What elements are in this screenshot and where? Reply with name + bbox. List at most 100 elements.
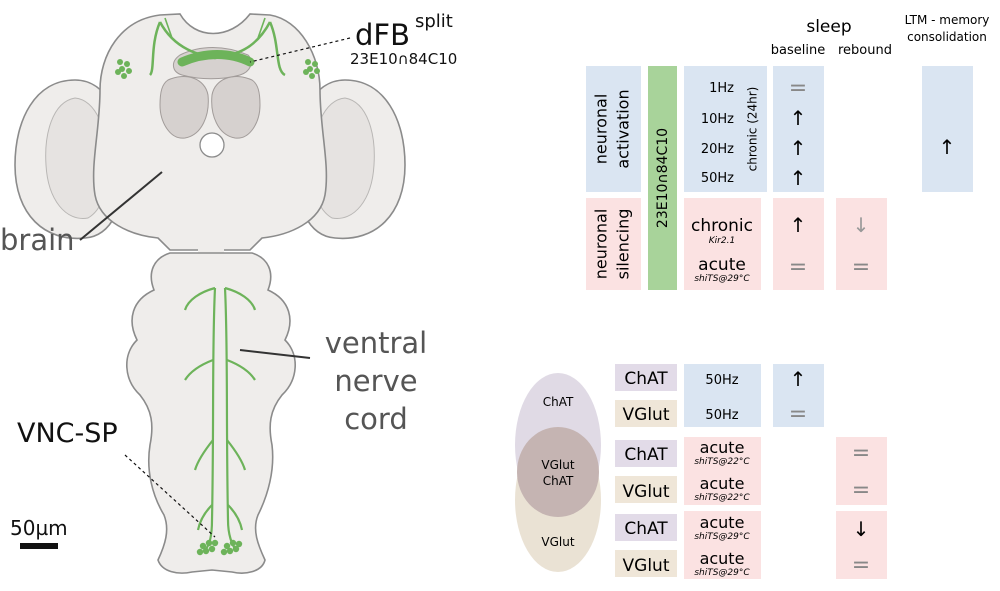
bottom-row-3-condition-cell — [684, 437, 761, 505]
bottom-row-3-rebound: = — [852, 441, 870, 466]
silencing-baseline-cell — [773, 198, 824, 290]
activation-row-4-baseline: ↑ — [790, 166, 807, 190]
activation-row-1-baseline: = — [789, 76, 807, 101]
bottom-row-3-transmitter — [615, 440, 677, 467]
bottom-row-1-condition: 50Hz — [705, 373, 738, 388]
activation-group-line-1: neuronal — [592, 94, 611, 165]
header-baseline: baseline — [771, 43, 825, 58]
activation-conditions-cell — [684, 66, 767, 192]
bottom-row-4-transmitter — [615, 476, 677, 503]
activation-group-line-2: activation — [614, 89, 633, 168]
bottom-row-6-transmitter — [615, 550, 677, 577]
dfb-pointer — [249, 37, 351, 63]
silencing-row-1-rebound: ↓ — [853, 213, 870, 237]
scale-bar — [20, 543, 58, 549]
bottom-row-4-transmitter-label: VGlut — [623, 482, 670, 502]
brain-drawing — [14, 13, 406, 254]
venn-diagram: ChAT VGlut ChAT VGlut — [515, 373, 601, 572]
bottom-row-5-transmitter-label: ChAT — [624, 519, 668, 539]
silencing-rebound-cell — [836, 198, 887, 290]
dfb-cell-bodies-left — [115, 59, 132, 79]
bottom-row-4-sub: shiTS@22°C — [694, 493, 750, 503]
bottom-row-3-condition: acute — [700, 438, 745, 457]
header-rebound: rebound — [838, 43, 892, 58]
bottom-row-2-transmitter-label: VGlut — [623, 405, 670, 425]
venn-vglut-label: VGlut — [541, 535, 574, 549]
neuropil-right — [211, 76, 261, 139]
bottom-rebound-shi29-cell — [836, 511, 887, 579]
bottom-row-1-condition-cell — [684, 364, 761, 427]
bottom-row-6-sub: shiTS@29°C — [694, 568, 750, 578]
vnc-label-line-1: ventral — [325, 326, 428, 360]
brain-pointer — [79, 171, 163, 241]
chronic-24hr-label: chronic (24hr) — [746, 87, 760, 172]
silencing-group-cell — [586, 198, 641, 290]
venn-overlap — [517, 427, 599, 517]
silencing-group-line-2: silencing — [614, 209, 633, 280]
venn-overlap-line-2: ChAT — [543, 474, 574, 488]
bottom-row-6-rebound: = — [852, 553, 870, 578]
vnc-neurons — [183, 286, 257, 551]
venn-chat-label: ChAT — [543, 395, 574, 409]
silencing-row-1-sub: Kir2.1 — [709, 236, 735, 246]
activation-row-4-condition: 50Hz — [701, 171, 734, 186]
bottom-row-3-transmitter-label: ChAT — [624, 445, 668, 465]
header-sleep: sleep — [806, 17, 851, 37]
cervical-connective — [198, 240, 224, 254]
bottom-row-2-transmitter — [615, 400, 677, 427]
vncsp-pointer — [124, 454, 216, 538]
bottom-row-5-condition-cell — [684, 511, 761, 579]
bottom-row-5-transmitter — [615, 514, 677, 541]
esophagus-foramen — [199, 132, 225, 158]
activation-row-3-baseline: ↑ — [790, 136, 807, 160]
bottom-row-2-baseline: = — [789, 402, 807, 427]
vnc-drawing — [126, 252, 296, 574]
header-ltm-line-1: LTM - memory — [905, 13, 990, 27]
bottom-row-1-transmitter-label: ChAT — [624, 369, 668, 389]
dfb-genotype: 23E10∩84C10 — [350, 50, 457, 68]
bottom-row-6-transmitter-label: VGlut — [623, 556, 670, 576]
bottom-row-4-rebound: = — [852, 478, 870, 503]
bottom-row-5-rebound: ↓ — [853, 517, 870, 541]
top-table-header: sleep baseline rebound LTM - memory cons… — [771, 13, 990, 58]
silencing-group-line-1: neuronal — [592, 209, 611, 280]
silencing-row-2-sub: shiTS@29°C — [694, 274, 750, 284]
bottom-row-4-condition: acute — [700, 474, 745, 493]
bottom-row-5-condition: acute — [700, 513, 745, 532]
dfb-label: dFB — [355, 18, 410, 52]
silencing-row-1-baseline: ↑ — [790, 213, 807, 237]
vnc-pointer — [239, 349, 311, 359]
activation-row-3-condition: 20Hz — [701, 142, 734, 157]
vnc-label-line-3: cord — [344, 402, 408, 436]
bottom-row-2-condition: 50Hz — [705, 408, 738, 423]
genotype-label: 23E10∩84C10 — [655, 128, 671, 228]
ltm-cell — [922, 66, 973, 192]
scale-bar-label: 50µm — [10, 516, 68, 540]
vncsp-label: VNC-SP — [17, 418, 118, 449]
silencing-row-1-condition: chronic — [691, 216, 753, 236]
activation-row-2-condition: 10Hz — [701, 112, 734, 127]
bottom-row-3-sub: shiTS@22°C — [694, 457, 750, 467]
bottom-row-1-transmitter — [615, 364, 677, 391]
vnc-label-line-2: nerve — [334, 364, 417, 398]
silencing-row-2-condition: acute — [698, 255, 746, 275]
dfb-cell-bodies-right — [303, 59, 320, 79]
bottom-row-6-condition: acute — [700, 549, 745, 568]
neuropil-left — [159, 76, 209, 139]
silencing-conditions-cell — [684, 198, 761, 290]
ltm-result: ↑ — [939, 135, 956, 159]
bottom-row-1-baseline: ↑ — [790, 367, 807, 391]
genotype-cell — [648, 66, 677, 290]
bottom-rebound-shi22-cell — [836, 437, 887, 505]
bottom-row-5-sub: shiTS@29°C — [694, 532, 750, 542]
activation-baseline-cell — [773, 66, 824, 192]
vnc-outline — [126, 252, 296, 574]
brain-label: brain — [0, 223, 75, 257]
vncsp-cell-bodies — [196, 539, 243, 556]
activation-group-cell — [586, 66, 641, 192]
activation-row-2-baseline: ↑ — [790, 106, 807, 130]
activation-row-1-condition: 1Hz — [709, 81, 734, 96]
silencing-row-2-baseline: = — [789, 255, 807, 280]
dfb-superscript: split — [415, 11, 453, 32]
